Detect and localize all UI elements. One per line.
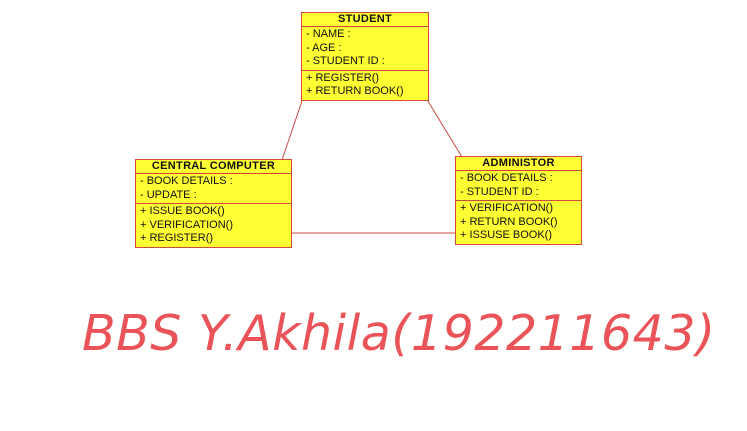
operation: + RETURN BOOK() [306, 85, 404, 97]
attribute: - UPDATE : [140, 188, 197, 201]
class-student-name: STUDENT [302, 13, 428, 27]
attribute: - STUDENT ID : [306, 55, 385, 67]
class-administor[interactable]: ADMINISTOR - BOOK DETAILS : - STUDENT ID… [455, 156, 582, 245]
class-admin-attributes: - BOOK DETAILS : - STUDENT ID : [456, 171, 581, 200]
operation: + REGISTER() [140, 232, 214, 244]
association-student-central [281, 97, 304, 161]
attribute: - NAME : [306, 28, 351, 40]
author-signature: BBS Y.Akhila(192211643) [82, 305, 716, 362]
class-central-attributes: - BOOK DETAILS : - UPDATE : [136, 174, 291, 203]
operation: + ISSUE BOOK() [140, 205, 225, 217]
class-student-attributes: - NAME : - AGE : - STUDENT ID : [302, 27, 428, 70]
association-student-admin [425, 97, 463, 158]
class-admin-operations: + VERIFICATION() + RETURN BOOK() + ISSUS… [456, 200, 581, 244]
class-admin-name: ADMINISTOR [456, 157, 581, 171]
class-central-computer[interactable]: CENTRAL COMPUTER - BOOK DETAILS : - UPDA… [135, 159, 292, 248]
class-student-operations: + REGISTER() + RETURN BOOK() [302, 69, 428, 100]
attribute: - AGE : [306, 41, 342, 54]
operation: + ISSUSE BOOK() [460, 229, 552, 241]
attribute: - BOOK DETAILS : [140, 175, 233, 187]
attribute: - STUDENT ID : [460, 185, 539, 198]
class-central-name: CENTRAL COMPUTER [136, 160, 291, 174]
class-student[interactable]: STUDENT - NAME : - AGE : - STUDENT ID : … [301, 12, 429, 101]
attribute: - BOOK DETAILS : [460, 172, 553, 184]
operation: + VERIFICATION() [460, 202, 553, 214]
operation: + RETURN BOOK() [460, 215, 558, 228]
class-central-operations: + ISSUE BOOK() + VERIFICATION() + REGIST… [136, 203, 291, 247]
operation: + REGISTER() [306, 71, 380, 84]
operation: + VERIFICATION() [140, 218, 233, 231]
